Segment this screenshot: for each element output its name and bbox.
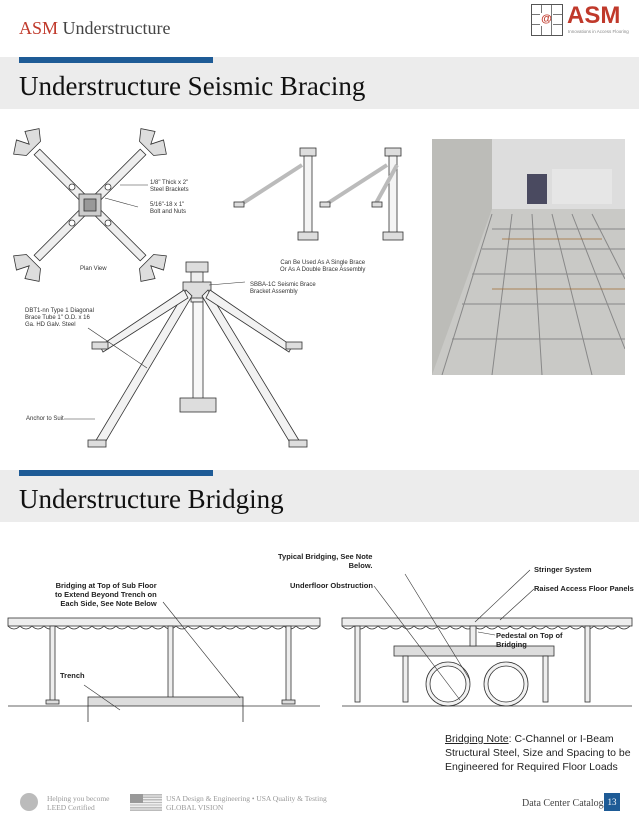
logo-grid-icon: @	[531, 4, 563, 36]
label-steel-brackets: 1/8" Thick x 2" Steel Brackets	[150, 180, 189, 193]
usa-line-1: USA Design & Engineering • USA Quality &…	[166, 794, 327, 803]
bridging-note-label: Bridging Note	[445, 733, 509, 745]
section-title-seismic: Understructure Seismic Bracing	[19, 71, 366, 101]
asm-logo: @ ASM Innovations in Access Flooring	[531, 2, 631, 40]
page-header-title: ASM Understructure	[19, 18, 170, 39]
leed-icon	[20, 793, 38, 811]
section-bridging-header: Understructure Bridging	[0, 470, 639, 522]
usa-line-2: GLOBAL VISION	[166, 803, 224, 812]
label-bolt-nuts: 5/16"-18 x 1" Bolt and Nuts	[150, 202, 187, 215]
seismic-bracing-drawings	[13, 128, 404, 448]
label-single-double-brace: Can Be Used As A Single Brace Or As A Do…	[280, 260, 366, 273]
header-title: Understructure	[62, 18, 171, 38]
leed-line-2: LEED Certified	[47, 803, 95, 812]
leed-text: Helping you become LEED Certified	[47, 794, 109, 812]
label-typical-bridging: Typical Bridging, See Note Below.	[278, 552, 373, 570]
section-seismic-header: Understructure Seismic Bracing	[0, 57, 639, 109]
label-bracket-assembly: SBBA-1C Seismic Brace Bracket Assembly	[250, 282, 316, 295]
label-access-floor-panels: Raised Access Floor Panels	[534, 584, 634, 593]
logo-at-symbol: @	[540, 13, 553, 26]
page-footer: Helping you become LEED Certified USA De…	[0, 785, 639, 828]
seismic-brace-assembly-drawing	[64, 261, 308, 448]
label-anchor: Anchor to Suit	[26, 416, 64, 422]
usa-text: USA Design & Engineering • USA Quality &…	[166, 794, 327, 812]
plan-view-drawing	[13, 128, 167, 282]
label-stringer-system: Stringer System	[534, 565, 592, 574]
data-center-understructure-photo	[432, 139, 625, 375]
section-title-bridging: Understructure Bridging	[19, 484, 284, 514]
header-brand: ASM	[19, 18, 59, 38]
bridging-note-text: : C-Channel or I-Beam Structural Steel, …	[445, 733, 631, 773]
trench-bridging-drawing	[7, 601, 321, 722]
double-brace-drawing	[233, 147, 404, 241]
bridging-drawings	[7, 569, 633, 722]
us-flag-icon	[130, 794, 162, 811]
bridging-note: Bridging Note: C-Channel or I-Beam Struc…	[445, 732, 635, 774]
section-accent-bar	[19, 470, 213, 476]
label-underfloor-obstruction: Underfloor Obstruction	[290, 581, 373, 590]
page-number: 13	[604, 793, 620, 811]
label-plan-view: Plan View	[80, 266, 107, 272]
leed-line-1: Helping you become	[47, 794, 110, 803]
catalog-name: Data Center Catalog	[522, 798, 604, 809]
section-accent-bar	[19, 57, 213, 63]
label-diagonal-brace: DBT1-nn Type 1 Diagonal Brace Tube 1" O.…	[25, 308, 94, 328]
logo-name: ASM	[567, 2, 621, 29]
label-pedestal-on-bridging: Pedestal on Top of Bridging	[496, 631, 563, 649]
obstruction-bridging-drawing	[341, 569, 633, 707]
logo-tagline: Innovations in Access Flooring	[568, 29, 629, 34]
label-top-of-subfloor: Bridging at Top of Sub Floor to Extend B…	[55, 581, 157, 608]
label-trench: Trench	[60, 671, 85, 680]
